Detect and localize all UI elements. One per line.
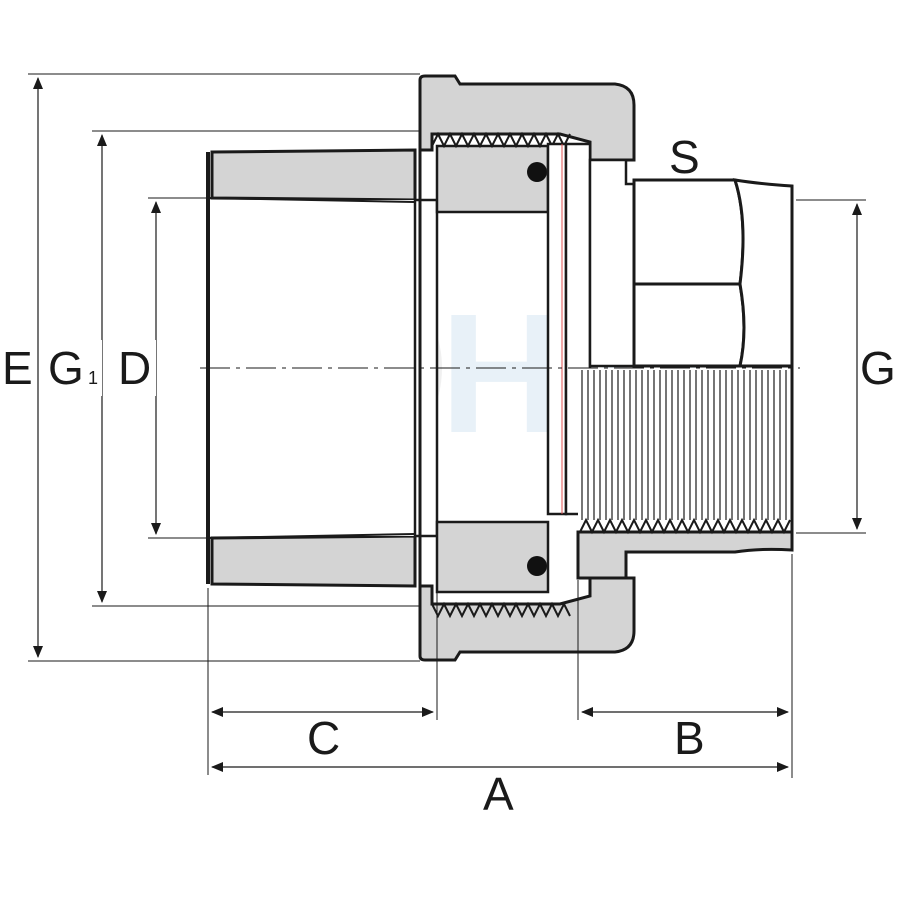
nut-thread-bottom bbox=[431, 601, 571, 619]
label-G1: G bbox=[48, 342, 84, 394]
tail-end-top bbox=[732, 178, 794, 368]
label-A: A bbox=[483, 768, 514, 820]
tail-thread-section bbox=[578, 368, 792, 532]
insert-bottom bbox=[435, 520, 550, 594]
dimension-labels: E G 1 D S G C B A bbox=[0, 131, 900, 820]
nut-thread-top bbox=[431, 131, 571, 149]
o-rings bbox=[527, 162, 547, 576]
label-G1-subscript: 1 bbox=[88, 368, 98, 388]
socket-top-wall bbox=[210, 148, 417, 202]
o-ring-bottom bbox=[527, 556, 547, 576]
label-D: D bbox=[118, 342, 151, 394]
hex-body-top bbox=[632, 178, 745, 286]
tail-collar-top bbox=[588, 158, 636, 368]
tail-thread-pattern bbox=[579, 370, 791, 535]
tail-piece bbox=[576, 158, 794, 580]
gasket-bar-left bbox=[546, 142, 568, 516]
socket-inner-top-line bbox=[207, 197, 416, 203]
hex-body-mid bbox=[632, 282, 746, 368]
label-C: C bbox=[307, 712, 340, 764]
tail-thread-teeth bbox=[579, 517, 791, 535]
socket-inner-bottom-line bbox=[207, 533, 416, 539]
socket-bottom-wall bbox=[210, 534, 417, 588]
label-G: G bbox=[860, 342, 896, 394]
nut-bottom bbox=[418, 576, 636, 662]
nut-threads bbox=[431, 131, 571, 619]
tail-lower-wall bbox=[576, 530, 794, 580]
extension-lines bbox=[28, 73, 866, 778]
label-B: B bbox=[674, 712, 705, 764]
label-S: S bbox=[669, 131, 700, 183]
label-E: E bbox=[2, 342, 33, 394]
o-ring-top bbox=[527, 162, 547, 182]
